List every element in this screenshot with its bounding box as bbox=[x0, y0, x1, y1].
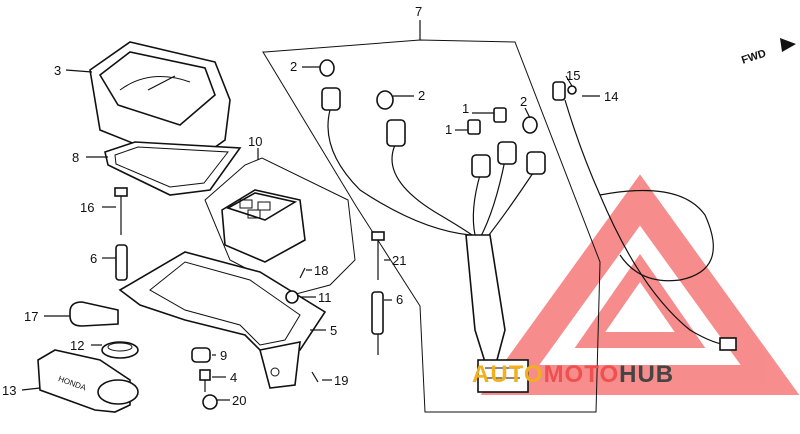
clamp bbox=[69, 301, 119, 327]
screw bbox=[299, 267, 306, 279]
callout-18: 18 bbox=[314, 263, 328, 278]
watermark-part1: AUTO bbox=[472, 361, 544, 388]
callout-8: 8 bbox=[72, 150, 79, 165]
nut bbox=[285, 290, 299, 304]
watermark-part3: HUB bbox=[619, 361, 674, 388]
long-bolt bbox=[114, 187, 128, 235]
spacer-collar-right bbox=[371, 291, 384, 335]
callout-9: 9 bbox=[220, 348, 227, 363]
callout-2-a: 2 bbox=[290, 59, 297, 74]
callout-14: 14 bbox=[604, 89, 618, 104]
speedometer-cable bbox=[552, 81, 737, 351]
callout-16: 16 bbox=[80, 200, 94, 215]
watermark-part2: MOTO bbox=[544, 361, 620, 388]
watermark-text: AUTOMOTOHUB bbox=[472, 361, 674, 388]
mounting-bracket bbox=[118, 251, 327, 389]
callout-12: 12 bbox=[70, 338, 84, 353]
bulb-sockets bbox=[321, 87, 546, 178]
gasket bbox=[104, 141, 242, 196]
callout-11: 11 bbox=[318, 290, 332, 305]
callout-4: 4 bbox=[230, 370, 237, 385]
callout-21: 21 bbox=[392, 253, 406, 268]
bolt bbox=[199, 369, 211, 392]
washer-nut bbox=[202, 394, 218, 410]
stud-bolt bbox=[371, 231, 385, 280]
fwd-arrow-icon: FWD bbox=[740, 38, 796, 67]
rubber-ring bbox=[101, 341, 139, 359]
callout-2-c: 2 bbox=[520, 94, 527, 109]
callout-19: 19 bbox=[334, 373, 348, 388]
callout-3: 3 bbox=[54, 63, 61, 78]
bulbs-and-clips bbox=[319, 59, 538, 135]
meter-cover: HONDA bbox=[37, 349, 139, 413]
callout-1-b: 1 bbox=[445, 122, 452, 137]
small-screw bbox=[311, 371, 319, 383]
leader-lines bbox=[21, 66, 600, 401]
callout-15: 15 bbox=[566, 68, 580, 83]
rubber-grommet bbox=[191, 347, 211, 363]
callout-6-a: 6 bbox=[90, 251, 97, 266]
indicator-box bbox=[221, 189, 306, 263]
callout-6-b: 6 bbox=[396, 292, 403, 307]
callout-17: 17 bbox=[24, 309, 38, 324]
callout-10: 10 bbox=[248, 134, 262, 149]
cable-clip bbox=[567, 85, 577, 95]
callout-2-b: 2 bbox=[418, 88, 425, 103]
watermark-logo bbox=[480, 174, 800, 395]
callout-labels: 1 1 2 2 2 3 4 5 6 6 7 8 9 10 11 12 13 14… bbox=[2, 4, 618, 408]
wire-harness bbox=[327, 109, 536, 393]
spacer-collar-left bbox=[115, 244, 128, 281]
callout-5: 5 bbox=[330, 323, 337, 338]
callout-13: 13 bbox=[2, 383, 16, 398]
callout-7: 7 bbox=[415, 4, 422, 19]
callout-1-a: 1 bbox=[462, 101, 469, 116]
fwd-label: FWD bbox=[740, 48, 768, 67]
harness-group-outline bbox=[262, 39, 601, 413]
callout-20: 20 bbox=[232, 393, 246, 408]
